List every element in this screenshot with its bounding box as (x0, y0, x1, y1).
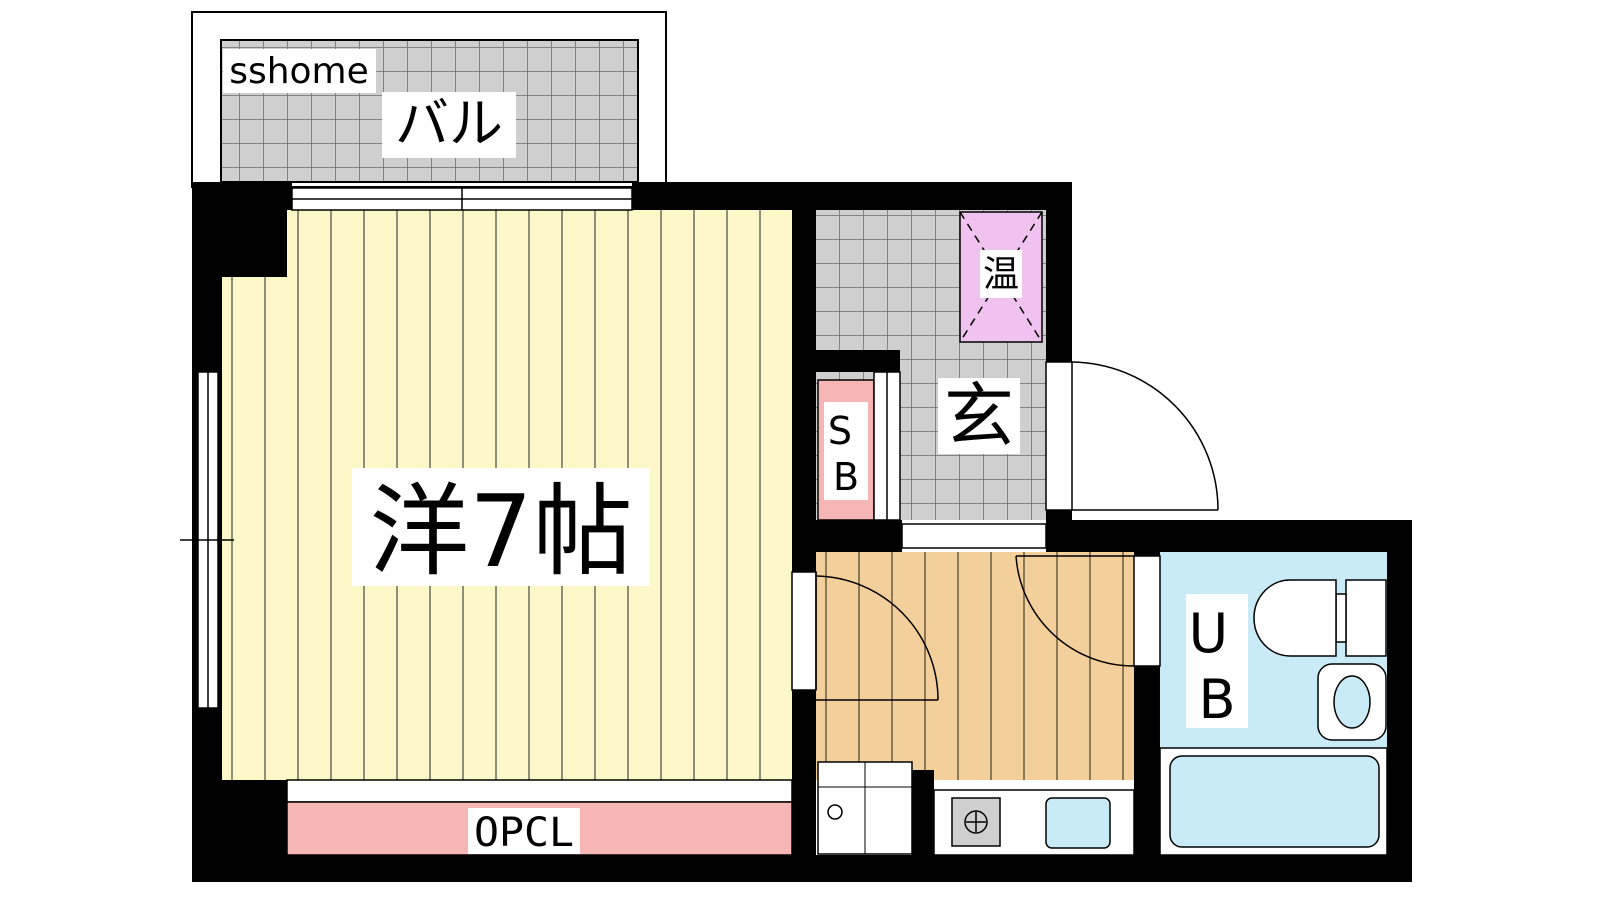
unit-bath-label-line1: U (1189, 602, 1229, 665)
entrance-step (901, 523, 1047, 549)
shoe-box-label-line2: B (833, 455, 859, 499)
front-door[interactable] (1045, 361, 1219, 511)
shoe-box-label: S B (824, 402, 868, 500)
toilet-icon (1253, 579, 1387, 657)
svg-text:温: 温 (983, 254, 1019, 295)
svg-text:U B: U B (1189, 602, 1246, 731)
closet-label: OPCL (468, 808, 580, 856)
svg-text:S B: S B (828, 409, 864, 499)
balcony-label: バル (382, 92, 516, 158)
washing-machine-pan-icon (817, 761, 913, 855)
room-door[interactable] (791, 571, 939, 701)
bath-door[interactable] (1015, 555, 1161, 667)
svg-text:バル: バル (395, 92, 503, 155)
svg-text:玄: 玄 (944, 375, 1014, 457)
kitchen-floor (816, 552, 1134, 780)
entrance-label: 玄 (938, 375, 1020, 457)
unit-bath-label-line2: B (1198, 668, 1235, 731)
bathtub-icon (1159, 747, 1388, 856)
unit-bath-label: U B (1186, 594, 1248, 731)
balcony-window (291, 187, 633, 211)
western-room-label: 洋7帖 (352, 468, 650, 590)
sink-icon (1045, 797, 1111, 849)
water-heater-label: 温 (980, 250, 1022, 298)
svg-text:OPCL: OPCL (474, 810, 574, 856)
walls (192, 182, 1412, 882)
left-window (180, 371, 234, 709)
watermark: sshome (223, 49, 376, 93)
svg-text:sshome: sshome (229, 51, 369, 92)
shoe-box-label-line1: S (828, 409, 852, 453)
svg-text:洋7帖: 洋7帖 (369, 473, 633, 590)
washbasin-icon (1317, 663, 1387, 741)
stove-burner-icon (951, 797, 1001, 847)
